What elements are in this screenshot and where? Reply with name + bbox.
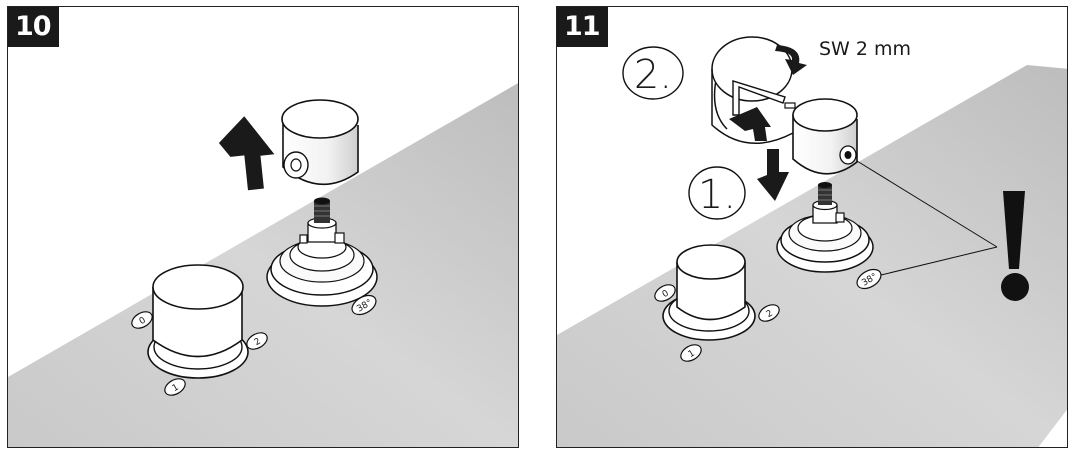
flow-control-handle <box>147 264 249 379</box>
step-10-illustration: 38° 0 2 1 <box>8 83 518 447</box>
svg-text:1: 1 <box>687 349 697 361</box>
svg-text:1.: 1. <box>698 172 736 218</box>
cartridge-spindle <box>299 197 345 244</box>
step-11-panel: 11 <box>556 6 1068 448</box>
wall-surface <box>8 83 518 447</box>
hex-key-icon <box>732 80 796 116</box>
rotate-arrow-icon <box>775 45 807 75</box>
step-11-illustration: 38° 2. <box>557 36 1067 447</box>
cartridge-spindle <box>812 182 845 224</box>
flow-mark-2: 2 <box>758 304 780 322</box>
thermostat-rosette <box>776 214 874 273</box>
warning-leader-line-bottom <box>880 246 998 276</box>
svg-text:0: 0 <box>661 288 671 300</box>
step-10-panel: 10 <box>7 6 519 448</box>
step-number-badge: 11 <box>557 7 608 47</box>
flow-mark-0: 0 <box>131 311 153 329</box>
thermostat-handle-cap <box>792 98 858 175</box>
svg-text:2: 2 <box>765 309 775 321</box>
temperature-mark-38: 38° <box>856 268 882 290</box>
flow-mark-1: 1 <box>680 344 702 362</box>
exclamation-icon <box>1001 191 1029 301</box>
flow-mark-1: 1 <box>164 378 186 396</box>
flow-control-handle <box>662 244 756 341</box>
arrow-down-icon <box>757 149 789 201</box>
sub-step-1-label: 1. <box>688 166 746 220</box>
warning-leader-line-top <box>856 160 998 248</box>
svg-text:0: 0 <box>138 315 148 327</box>
svg-text:1: 1 <box>171 383 181 395</box>
flow-mark-0: 0 <box>654 284 676 302</box>
tighten-arrow-icon <box>729 107 771 141</box>
step-number-badge: 10 <box>8 7 59 47</box>
svg-text:2: 2 <box>253 337 263 349</box>
temperature-mark-38: 38° <box>351 294 377 316</box>
hex-key-size-label: SW 2 mm <box>819 38 911 60</box>
sub-step-2-label: 2. <box>622 46 684 100</box>
svg-text:2.: 2. <box>634 52 672 98</box>
flow-mark-2: 2 <box>246 332 268 350</box>
thermostat-handle-cap <box>281 99 359 186</box>
arrow-up-icon <box>218 116 275 191</box>
